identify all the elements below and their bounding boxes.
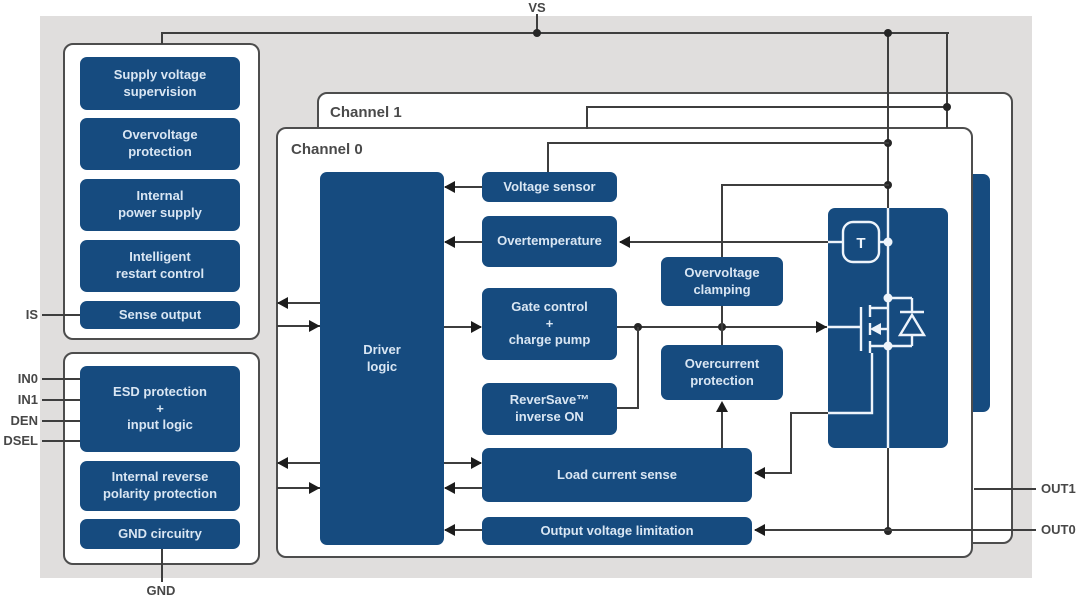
block-intelligent-restart: Intelligent restart control — [80, 240, 240, 292]
block-internal-power-supply: Internal power supply — [80, 179, 240, 231]
block-overvoltage-clamping: Overvoltage clamping — [661, 257, 783, 306]
driver-to-sense-out-line — [278, 302, 320, 304]
lcs-to-ocp-line — [721, 404, 723, 449]
in0-pin-line — [42, 378, 82, 380]
arrow-to-left-panel — [277, 457, 288, 469]
reversave-riser — [637, 327, 639, 409]
mosfet-symbol: T — [828, 208, 927, 448]
junction-dot — [884, 29, 892, 37]
junction-dot — [884, 527, 892, 535]
gnd-stub — [161, 549, 163, 582]
left-into-driver-line — [277, 487, 320, 489]
clamp-to-ocp-line — [721, 306, 723, 346]
arrow-into-load-sense — [754, 467, 765, 479]
pin-dsel: DSEL — [3, 433, 38, 448]
pin-vs: VS — [528, 0, 546, 15]
driver-to-lcs-line — [444, 462, 481, 464]
in1-pin-line — [42, 399, 82, 401]
block-driver-logic: Driver logic — [320, 172, 444, 545]
block-load-current-sense: Load current sense — [482, 448, 752, 502]
junction-dot — [533, 29, 541, 37]
arrow-into-driver — [444, 236, 455, 248]
arrow-into-power-stage — [816, 321, 827, 333]
arrow-into-driver — [444, 524, 455, 536]
mosfet-body-arrow — [870, 323, 881, 335]
block-reversave: ReverSave™ inverse ON — [482, 383, 617, 435]
dsel-pin-line — [42, 440, 82, 442]
out1-line — [974, 488, 1036, 490]
arrow-into-load-sense — [471, 457, 482, 469]
block-sense-output: Sense output — [80, 301, 240, 329]
sense-feedback-into-lcs — [755, 472, 792, 474]
ovl-to-driver-line — [445, 529, 482, 531]
arrow-into-gate-control — [471, 321, 482, 333]
input-to-driver-line — [277, 325, 320, 327]
temp-sensor-label: T — [856, 235, 865, 252]
channel1-sensor-stub — [586, 106, 588, 129]
block-voltage-sensor: Voltage sensor — [482, 172, 617, 202]
rail-to-supply-group — [161, 32, 163, 44]
power-stage-block: T — [828, 208, 948, 448]
reversave-link — [617, 407, 639, 409]
arrow-into-driver — [444, 482, 455, 494]
arrow-into-driver — [309, 482, 320, 494]
vs-rail — [161, 32, 949, 34]
block-overcurrent-protection: Overcurrent protection — [661, 345, 783, 400]
block-esd-input-logic: ESD protection + input logic — [80, 366, 240, 452]
pin-in0: IN0 — [17, 371, 38, 386]
channel1-sensor-line — [586, 106, 948, 108]
block-gate-control: Gate control + charge pump — [482, 288, 617, 360]
block-overtemperature: Overtemperature — [482, 216, 617, 267]
channel1-label: Channel 1 — [330, 104, 402, 121]
den-pin-line — [42, 420, 82, 422]
otemp-to-driver-line — [445, 241, 482, 243]
clamp-top-line — [721, 184, 889, 186]
voltage-sensor-riser — [547, 142, 549, 173]
clamp-riser — [721, 184, 723, 258]
ovl-right-line — [755, 529, 889, 531]
block-overvoltage-protection: Overvoltage protection — [80, 118, 240, 170]
arrow-into-overcurrent — [716, 401, 728, 412]
block-gnd-circuitry: GND circuitry — [80, 519, 240, 549]
pin-gnd: GND — [146, 583, 176, 598]
block-output-voltage-limitation: Output voltage limitation — [482, 517, 752, 545]
pin-in1: IN1 — [17, 392, 38, 407]
lcs-to-driver-line — [445, 487, 482, 489]
arrow-into-overtemperature — [619, 236, 630, 248]
arrow-into-driver — [444, 181, 455, 193]
driver-to-gate-line — [444, 326, 481, 328]
channel0-label: Channel 0 — [291, 141, 363, 158]
junction-dot — [943, 103, 951, 111]
temp-sense-line — [620, 241, 832, 243]
sense-feedback-drop — [790, 412, 792, 474]
pin-den: DEN — [10, 413, 38, 428]
vs-stub — [536, 14, 538, 33]
pin-is: IS — [25, 307, 38, 322]
rail-right-drop — [946, 32, 948, 128]
block-reverse-polarity: Internal reverse polarity protection — [80, 461, 240, 511]
vsensor-to-driver-line — [445, 186, 482, 188]
pin-out1: OUT1 — [1041, 481, 1076, 496]
voltage-sensor-top-line — [547, 142, 889, 144]
is-pin-line — [42, 314, 82, 316]
arrow-to-left-panel — [277, 297, 288, 309]
arrow-into-ovl — [754, 524, 765, 536]
out0-line — [887, 529, 1036, 531]
arrow-into-driver — [309, 320, 320, 332]
pin-out0: OUT0 — [1041, 522, 1076, 537]
block-supply-voltage-supervision: Supply voltage supervision — [80, 57, 240, 110]
driver-left-out-line — [278, 462, 320, 464]
sense-feedback-top — [790, 412, 828, 414]
